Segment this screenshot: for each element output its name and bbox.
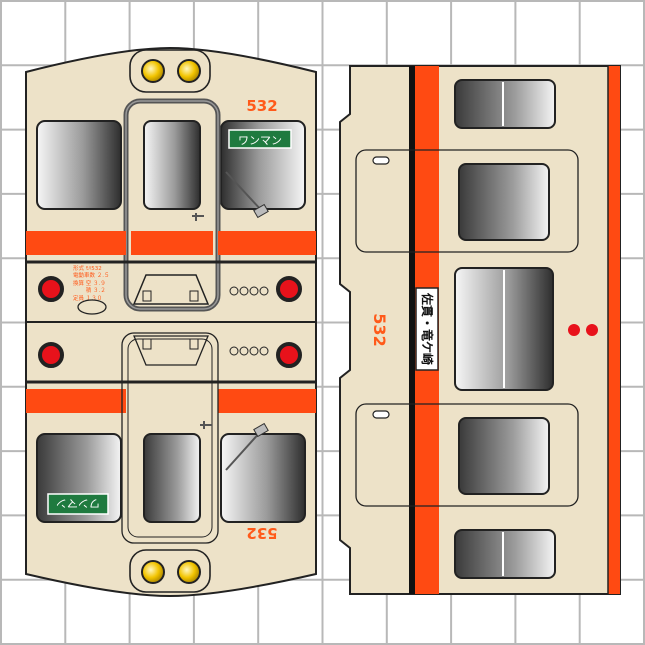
front-window-left-upper bbox=[36, 120, 122, 210]
front-window-center-upper bbox=[143, 120, 201, 210]
front-panel-lower: ワンマン 532 bbox=[25, 321, 317, 598]
side-door-outline-top bbox=[355, 149, 579, 253]
taillight-right-upper bbox=[276, 276, 302, 302]
taillight-left-lower bbox=[38, 342, 64, 368]
wiper-base-upper bbox=[253, 203, 269, 219]
car-number-side: 532 bbox=[370, 313, 389, 346]
side-window-5 bbox=[454, 529, 556, 579]
oneman-sign-plate-lower bbox=[47, 493, 109, 515]
stripe-orange-upper-door bbox=[131, 231, 213, 255]
wiper-upper bbox=[225, 171, 263, 212]
spec-line: 積 ３.２ bbox=[73, 286, 106, 294]
door-handle-slot-top bbox=[372, 156, 390, 165]
front-window-center-lower bbox=[143, 433, 201, 523]
emblem-oval bbox=[77, 299, 107, 315]
side-marker-light-right bbox=[586, 324, 598, 336]
headlight-left-lower bbox=[141, 560, 165, 584]
headlight-left-upper bbox=[141, 59, 165, 83]
oneman-sign-plate-upper bbox=[228, 129, 292, 149]
side-door-outline-bottom bbox=[355, 403, 579, 507]
coupler-plate-upper bbox=[132, 274, 210, 305]
coupler-plate-lower bbox=[133, 335, 209, 366]
spec-line: 換算 空 ３.９ bbox=[73, 279, 106, 287]
door-handle-upper bbox=[192, 213, 204, 221]
side-edge-stripe bbox=[608, 66, 620, 594]
hose-fittings-upper bbox=[142, 286, 269, 302]
front-panel-upper: 532 ワンマン 形式 ﾓﾊ532 電動車数 ２.５ 換算 空 ３.９ 積 ３.… bbox=[25, 46, 317, 323]
side-marker-light-left bbox=[568, 324, 580, 336]
side-panel: 532 佐貫・竜ケ崎 bbox=[339, 65, 621, 595]
door-handle-lower bbox=[200, 421, 212, 429]
spec-plate: 形式 ﾓﾊ532 電動車数 ２.５ 換算 空 ３.９ 積 ３.２ 定員 １３０ bbox=[73, 264, 110, 302]
wiper-base-lower bbox=[253, 422, 269, 438]
taillight-left-upper bbox=[38, 276, 64, 302]
spec-line: 定員 １３０ bbox=[73, 294, 102, 302]
stripe-orange-upper-right bbox=[218, 231, 316, 255]
front-door-frame-lower bbox=[121, 332, 219, 544]
side-window-2 bbox=[458, 163, 550, 241]
side-window-1 bbox=[454, 79, 556, 129]
wiper-lower bbox=[225, 429, 263, 471]
side-stripe-black bbox=[409, 66, 415, 594]
side-window-4 bbox=[458, 417, 550, 495]
destination-sign-plate bbox=[415, 287, 439, 371]
car-number-front-upper: 532 bbox=[246, 97, 277, 115]
front-door-frame-inner-upper bbox=[125, 100, 219, 310]
door-handle-slot-bottom bbox=[372, 410, 390, 419]
headlight-right-upper bbox=[177, 59, 201, 83]
taillight-right-lower bbox=[276, 342, 302, 368]
spec-line: 形式 ﾓﾊ532 bbox=[73, 264, 102, 272]
front-window-right-lower bbox=[220, 433, 306, 523]
oneman-sign-text-upper: ワンマン bbox=[238, 134, 282, 147]
oneman-sign-text-lower: ワンマン bbox=[56, 497, 100, 510]
spec-line: 電動車数 ２.５ bbox=[73, 271, 110, 279]
car-number-front-lower: 532 bbox=[246, 524, 277, 542]
stripe-orange-lower-left bbox=[26, 389, 126, 413]
stripe-orange-lower-right bbox=[218, 389, 316, 413]
headlight-right-lower bbox=[177, 560, 201, 584]
front-door-frame-inner-lower bbox=[127, 338, 213, 538]
destination-sign-text: 佐貫・竜ケ崎 bbox=[420, 292, 435, 365]
stripe-orange-upper-left bbox=[26, 231, 126, 255]
